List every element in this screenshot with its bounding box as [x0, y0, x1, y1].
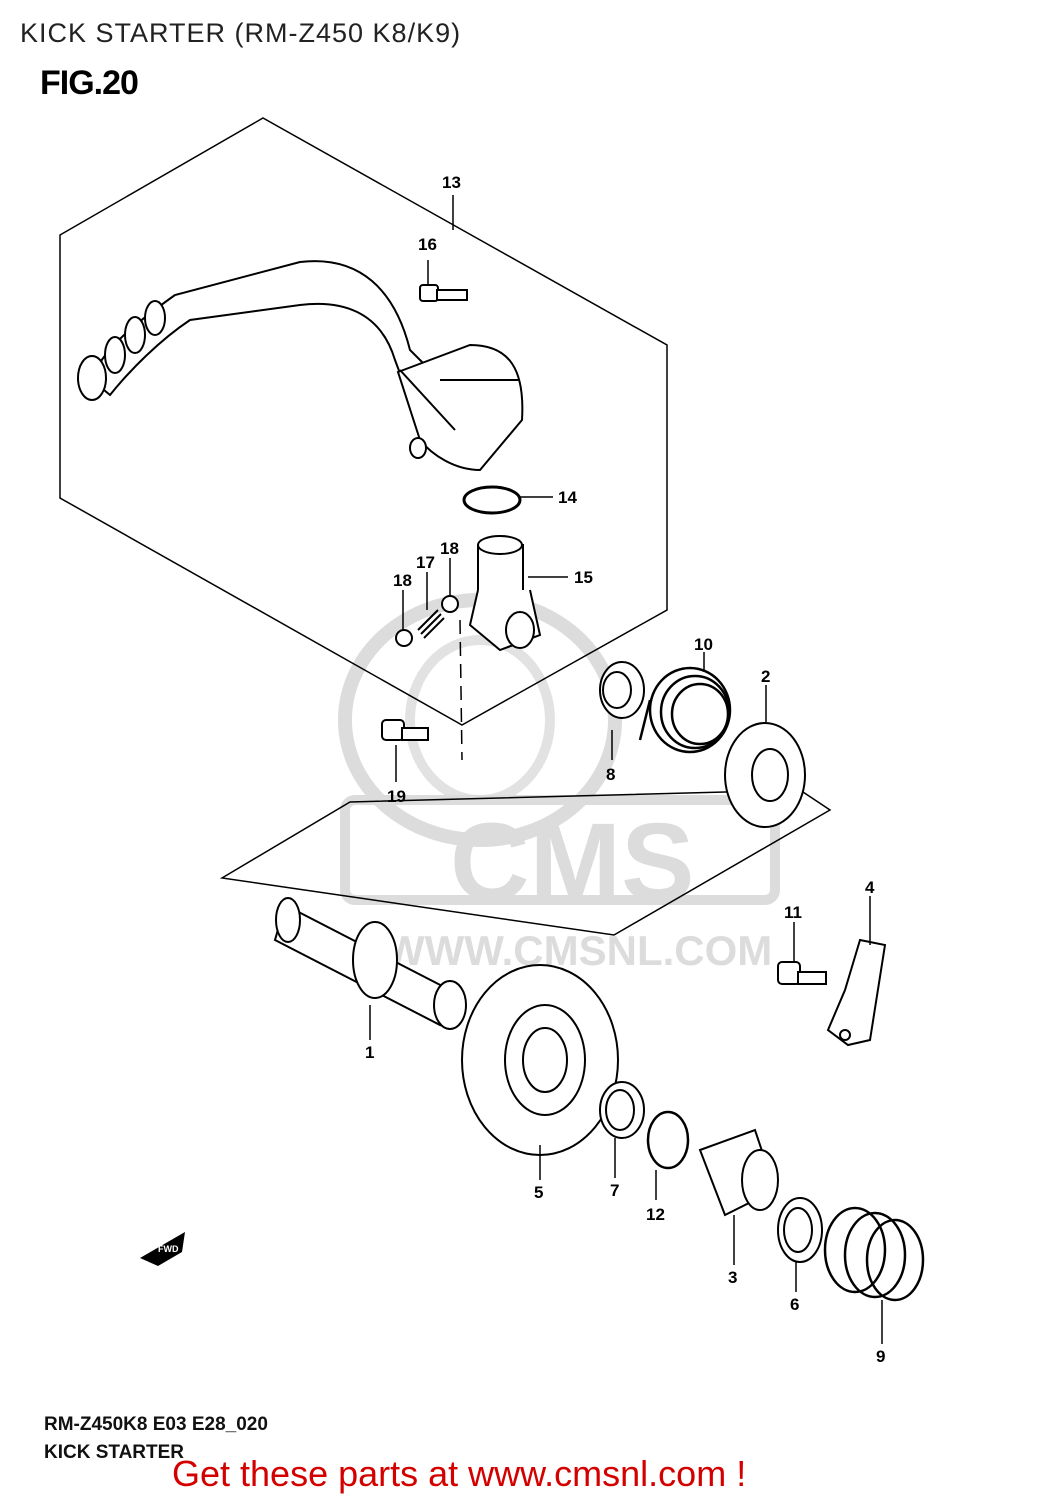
callout-5: 5: [534, 1183, 543, 1202]
return-spring-10-part: [638, 666, 732, 754]
callout-15: 15: [574, 568, 593, 587]
callout-7: 7: [610, 1181, 619, 1200]
callout-12: 12: [646, 1205, 665, 1224]
callout-10: 10: [694, 635, 713, 654]
callout-19: 19: [387, 787, 406, 806]
fwd-label: FWD: [158, 1244, 179, 1254]
bolt-19-part: [381, 719, 429, 741]
diagram-code: RM-Z450K8 E03 E28_020: [44, 1414, 268, 1435]
oil-seal-8-part: [599, 661, 645, 719]
boss-15-part: [468, 535, 542, 652]
figure-number: FIG.20: [40, 64, 139, 102]
kick-lever-part: [77, 260, 524, 472]
stopper-plate-4-part: [826, 938, 887, 1047]
callout-3: 3: [728, 1268, 737, 1287]
leader-lines: [369, 195, 883, 1344]
watermark: CMS WWW.CMSNL.COM: [338, 593, 780, 974]
gear-5-part: [461, 964, 619, 1156]
fwd-arrow-icon: FWD: [140, 1232, 185, 1266]
watermark-url: WWW.CMSNL.COM: [385, 927, 772, 974]
callout-8: 8: [606, 765, 615, 784]
spring-17-part: [395, 595, 459, 647]
ratchet-3-part: [698, 1128, 779, 1217]
callout-14: 14: [558, 488, 577, 507]
o-ring-14-part: [462, 485, 522, 515]
callout-16: 16: [418, 235, 437, 254]
bolt-16-part: [419, 284, 468, 302]
lower-assembly-frame: [219, 789, 832, 936]
bolt-11-part: [777, 961, 827, 985]
upper-assembly-frame: [59, 117, 668, 726]
kick-shaft-1-part: [273, 897, 467, 1030]
callout-1: 1: [365, 1043, 374, 1062]
washer-6-part: [777, 1197, 823, 1263]
callout-2: 2: [761, 667, 770, 686]
page-title: KICK STARTER (RM-Z450 K8/K9): [20, 18, 462, 48]
callout-18-upper: 18: [440, 539, 459, 558]
callout-13: 13: [442, 173, 461, 192]
cta-link[interactable]: Get these parts at www.cmsnl.com !: [172, 1453, 747, 1494]
callout-4: 4: [865, 878, 875, 897]
callout-18-lower: 18: [393, 571, 412, 590]
callout-11: 11: [784, 903, 802, 922]
circlip-12-part: [646, 1110, 690, 1170]
diagram-name: KICK STARTER: [44, 1442, 185, 1463]
callout-6: 6: [790, 1295, 799, 1314]
callout-17: 17: [416, 553, 435, 572]
spring-9-part: [823, 1206, 925, 1302]
watermark-logo: CMS: [450, 801, 694, 924]
callout-9: 9: [876, 1347, 885, 1366]
guide-plate-2-part: [724, 722, 806, 828]
washer-7-part: [599, 1081, 645, 1139]
